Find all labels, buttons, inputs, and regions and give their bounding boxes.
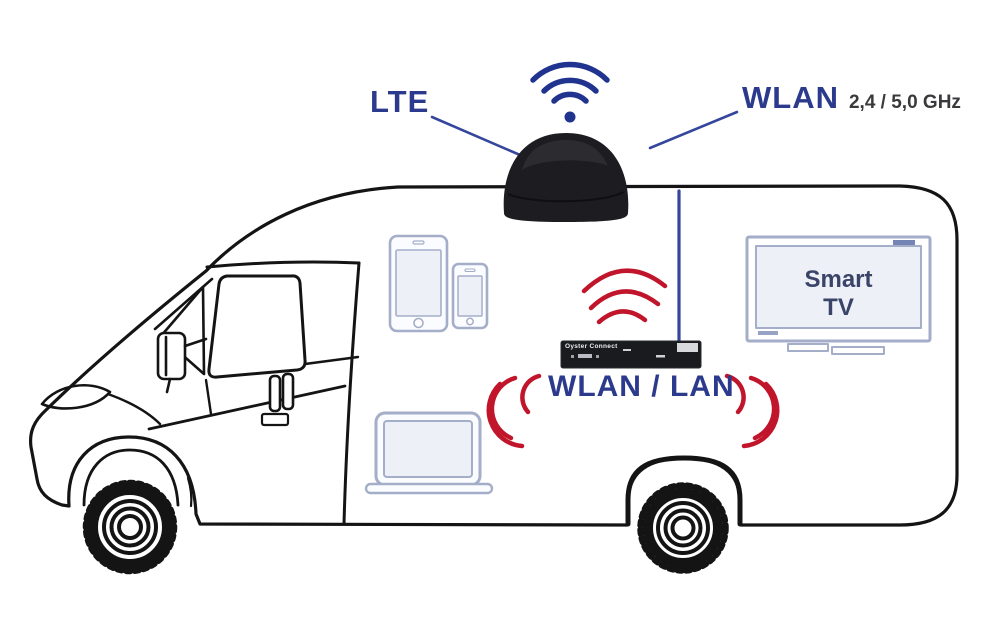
wifi-arc-small	[551, 91, 589, 104]
smart-tv-label: Smart TV	[756, 266, 921, 322]
cab-box-seam	[342, 261, 361, 526]
router-box	[560, 340, 702, 369]
lte-label: LTE	[370, 84, 430, 119]
side-mirror	[156, 331, 208, 394]
wlan-leader-line	[648, 110, 739, 150]
wifi-arc-large	[530, 61, 610, 83]
wlan-label-group: WLAN 2,4 / 5,0 GHz	[742, 80, 961, 116]
wlan-frequency-label: 2,4 / 5,0 GHz	[848, 92, 961, 113]
dome-antenna-rim	[507, 191, 625, 203]
van-body-silhouette	[28, 184, 959, 527]
front-fender-inner	[82, 448, 180, 507]
window-sill-line	[303, 355, 360, 366]
door-front-edge	[204, 378, 213, 416]
smart-tv-label-line1: Smart	[804, 266, 873, 293]
motorhome-outline	[28, 184, 959, 575]
dome-antenna	[503, 133, 629, 222]
door-bottom-line	[147, 384, 347, 431]
blue-lines	[430, 110, 739, 343]
wlan-lan-label: WLAN / LAN	[548, 370, 735, 403]
door-handle	[260, 372, 295, 427]
mudflap-mark	[186, 476, 193, 508]
wifi-signal-icon	[530, 61, 610, 123]
smart-tv-label-line2: TV	[823, 294, 854, 322]
cab-side-window	[207, 274, 307, 379]
dome-antenna-sheen	[522, 140, 608, 170]
cab-roof-edge	[205, 260, 361, 269]
router-label: Oyster Connect	[565, 343, 618, 350]
dome-antenna-shell	[503, 133, 629, 222]
laptop-icon	[364, 411, 494, 495]
device-icons	[364, 234, 932, 495]
wlan-lan-arcs-right	[724, 373, 780, 449]
front-wheel	[82, 479, 178, 575]
red-radio-waves	[486, 268, 780, 449]
wifi-arc-medium	[541, 77, 599, 94]
wlan-lan-arcs-left	[486, 373, 542, 449]
wlan-label: WLAN	[742, 80, 839, 115]
smartphone-icon	[451, 262, 489, 330]
hood-line	[106, 392, 162, 426]
lte-leader-line	[430, 115, 529, 160]
rear-wheel-arch	[625, 455, 743, 527]
router-signal-arcs	[581, 268, 668, 325]
smart-tv-icon	[745, 235, 932, 355]
tablet-icon	[388, 234, 449, 333]
rear-wheel	[637, 482, 729, 574]
wifi-dot	[564, 111, 576, 123]
headlight	[40, 383, 112, 410]
